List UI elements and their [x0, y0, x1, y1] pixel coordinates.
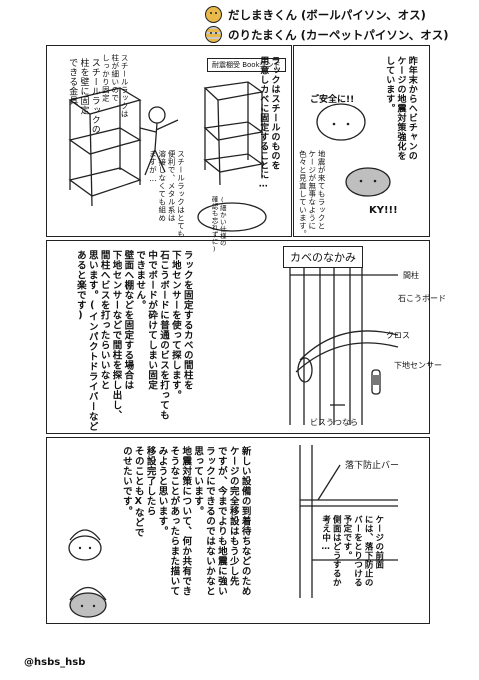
fall-bar-label: 落下防止バー	[345, 461, 400, 471]
panel-bar	[46, 437, 430, 624]
small-left-note: スチールラックの柱を壁に固定できる金具	[67, 58, 100, 134]
legend-text: だしまきくん (ボールパイソン、オス)	[228, 7, 426, 22]
legend-row-dashimaki: だしまきくん (ボールパイソン、オス)	[205, 6, 426, 23]
panel-wall	[46, 240, 430, 434]
legend-text: のりたまくん (カーペットパイソン、オス)	[228, 27, 449, 42]
label-stud: 間柱	[403, 271, 419, 280]
legend-row-noritamaki: のりたまくん (カーペットパイソン、オス)	[205, 26, 448, 43]
dashimaki-face-icon	[205, 6, 222, 23]
label-cloth: クロス	[386, 331, 410, 340]
panel-rack-drawing	[46, 45, 292, 237]
cage-note: 地震が来てもラックとケージが無事なように色々と見直しています。	[298, 150, 327, 238]
bubble-ky: KY!!!	[369, 205, 398, 216]
noritamaki-face-icon	[205, 26, 222, 43]
intro-text: 昨年末からヘビチャンのケージの地震対策強化をしています。	[384, 56, 417, 161]
cage-front-text: ケージの前面 には、落下防止の バーをとりつける 予定です。 側面はどうするか …	[320, 515, 384, 587]
wall-heading: カベのなかみ	[283, 246, 363, 268]
bookend-sign: 耐震棚受 Bookエンド	[207, 58, 286, 72]
panel-intro	[293, 45, 430, 237]
steel-note-2: スチールラックは柱が細いのでしっかり固定	[101, 54, 130, 118]
bubble-note: (細かい仕様の確認も忘れずに)	[210, 196, 227, 254]
bubble-safe: ご安全に!!	[310, 95, 355, 105]
author-handle: @hsbs_hsb	[24, 657, 86, 668]
wall-text: ラックを固定するカベの間柱を 下地センサーを使って探します。 石こうボードに普通…	[74, 250, 193, 432]
rack-text: ラックはスチールのものを用意しカベに固定することに…	[258, 56, 280, 190]
screw-caption: ビスうつなら	[310, 418, 358, 427]
closing-text: 新しい設備の到着待ちなどのため ケージの完全移設はもう少し先 ですが、今までより…	[120, 446, 251, 596]
label-sensor: 下地センサー	[394, 361, 442, 370]
label-board: 石こうボード	[398, 294, 446, 303]
steel-note: スチールラックはとても便利で、メタル系は溶接しなくても組めますが…	[148, 150, 186, 238]
